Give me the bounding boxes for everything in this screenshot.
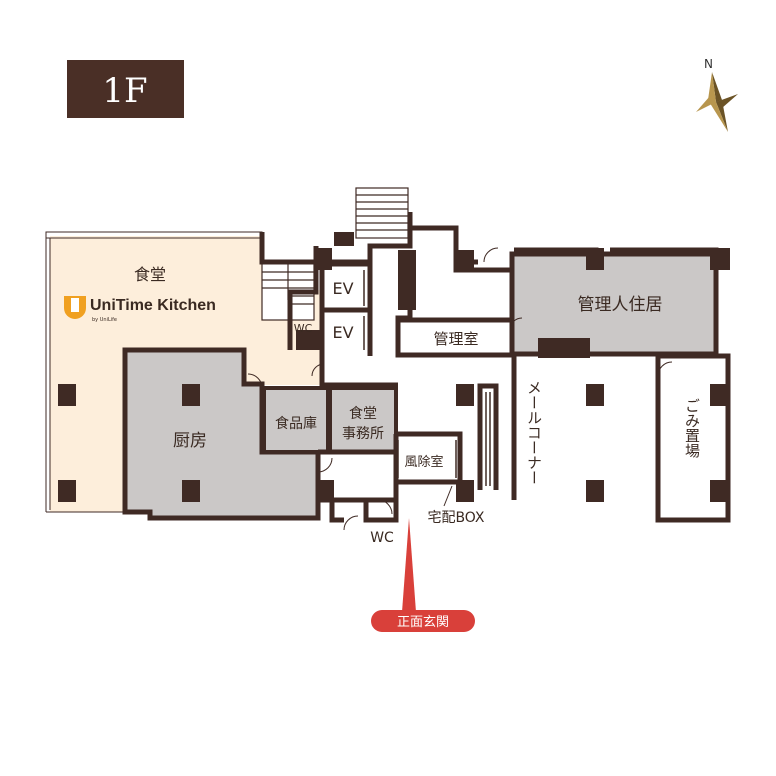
ev-upper-label: EV	[332, 279, 353, 298]
wc-bottom-label: WC	[370, 530, 394, 546]
dining-office-label-line2: 事務所	[342, 426, 384, 442]
garbage-area-label: ごみ置場	[683, 398, 701, 458]
entrance-arrow-icon	[402, 518, 416, 612]
unitime-kitchen-logo: UniTime Kitchen by UniLife	[64, 296, 216, 323]
kitchen-label: 厨房	[173, 431, 207, 451]
compass-north-label: N	[704, 57, 713, 71]
columns	[58, 232, 730, 502]
pantry-label: 食品庫	[275, 415, 317, 432]
wc-small-label: WC	[294, 322, 313, 335]
manager-residence-room	[509, 251, 719, 357]
dining-office-label-line1: 食堂	[349, 405, 377, 422]
doors	[247, 247, 673, 531]
floor-badge-label: 1F	[102, 71, 147, 111]
main-entrance-marker: 正面玄関	[371, 518, 475, 632]
floor-badge: 1F	[67, 60, 184, 118]
mail-corner-label: メールコーナー	[525, 380, 543, 485]
brand-name: UniTime Kitchen	[90, 297, 216, 314]
brand-sub: by UniLife	[92, 317, 117, 323]
staircase	[261, 187, 409, 321]
ev-lower-label: EV	[332, 323, 353, 342]
dining-label: 食堂	[134, 265, 166, 284]
delivery-box-label: 宅配BOX	[427, 510, 484, 526]
manager-residence-label: 管理人住居	[578, 295, 663, 315]
compass-icon: N	[696, 57, 738, 132]
admin-room-label: 管理室	[433, 330, 478, 348]
windbreak-room-label: 風除室	[404, 454, 443, 470]
entrance-label: 正面玄関	[397, 615, 449, 630]
